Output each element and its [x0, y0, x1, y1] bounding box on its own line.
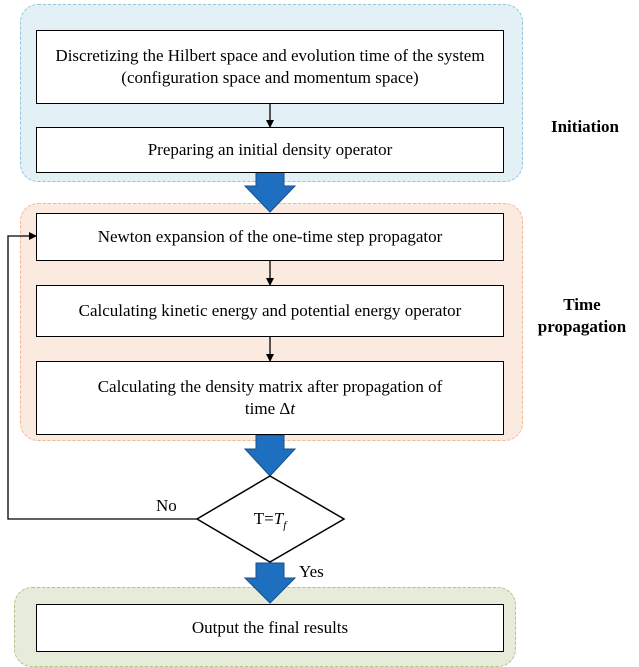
time-propagation-label: Time propagation — [537, 295, 627, 336]
discretize-text: Discretizing the Hilbert space and evolu… — [55, 46, 485, 87]
density-matrix-box: Calculating the density matrix after pro… — [36, 361, 504, 435]
decision-condition: T=Tf — [253, 509, 287, 532]
discretize-box: Discretizing the Hilbert space and evolu… — [36, 30, 504, 104]
output-results-box: Output the final results — [36, 604, 504, 652]
loop-back-line — [7, 232, 197, 520]
newton-expansion-box: Newton expansion of the one-time step pr… — [36, 213, 504, 261]
density-matrix-text-line2: time Δt — [244, 399, 296, 418]
density-matrix-content: Calculating the density matrix after pro… — [98, 376, 443, 420]
density-matrix-text-line1: Calculating the density matrix after pro… — [97, 377, 443, 396]
initial-density-text: Preparing an initial density operator — [147, 140, 393, 159]
delta-t-variable: t — [290, 399, 296, 418]
initial-density-box: Preparing an initial density operator — [36, 127, 504, 173]
block-arrow-decision-to-output — [243, 562, 297, 604]
output-results-text: Output the final results — [191, 618, 349, 637]
no-label: No — [156, 496, 177, 515]
kinetic-potential-text: Calculating kinetic energy and potential… — [78, 301, 462, 320]
block-arrow-propagation-to-decision — [243, 434, 297, 477]
initiation-label: Initiation — [550, 117, 620, 136]
block-arrow-initiation-to-propagation — [243, 171, 297, 213]
flowchart: Discretizing the Hilbert space and evolu… — [7, 4, 627, 667]
newton-expansion-text: Newton expansion of the one-time step pr… — [97, 227, 443, 246]
flowchart-connectors — [7, 104, 346, 604]
kinetic-potential-box: Calculating kinetic energy and potential… — [36, 285, 504, 337]
yes-label: Yes — [299, 562, 324, 581]
decision-diamond — [195, 475, 346, 563]
